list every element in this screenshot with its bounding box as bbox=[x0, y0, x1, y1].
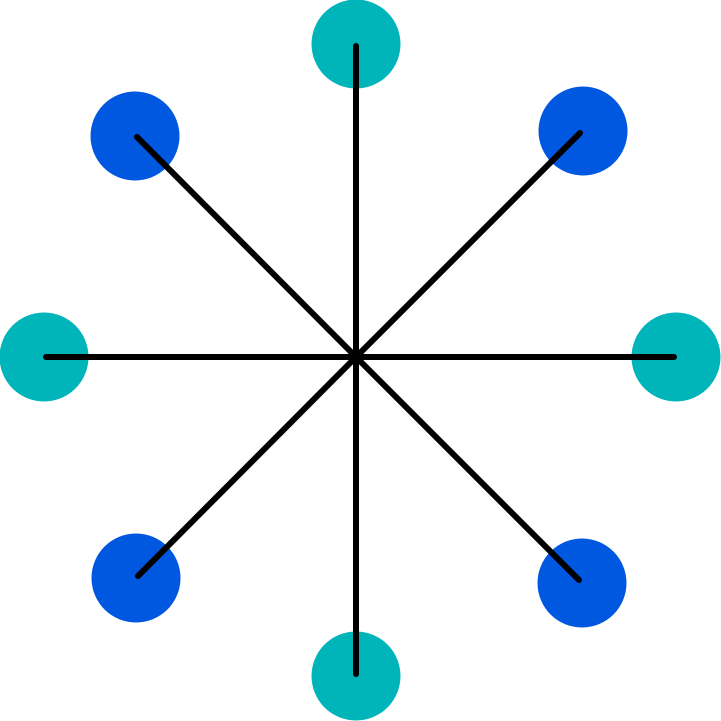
spoke-bottom-left bbox=[135, 354, 359, 579]
spokes-layer bbox=[43, 43, 677, 677]
spoke-bottom-right bbox=[353, 354, 582, 583]
spoke-top-left bbox=[134, 134, 359, 360]
spoke-top-right bbox=[353, 130, 583, 360]
